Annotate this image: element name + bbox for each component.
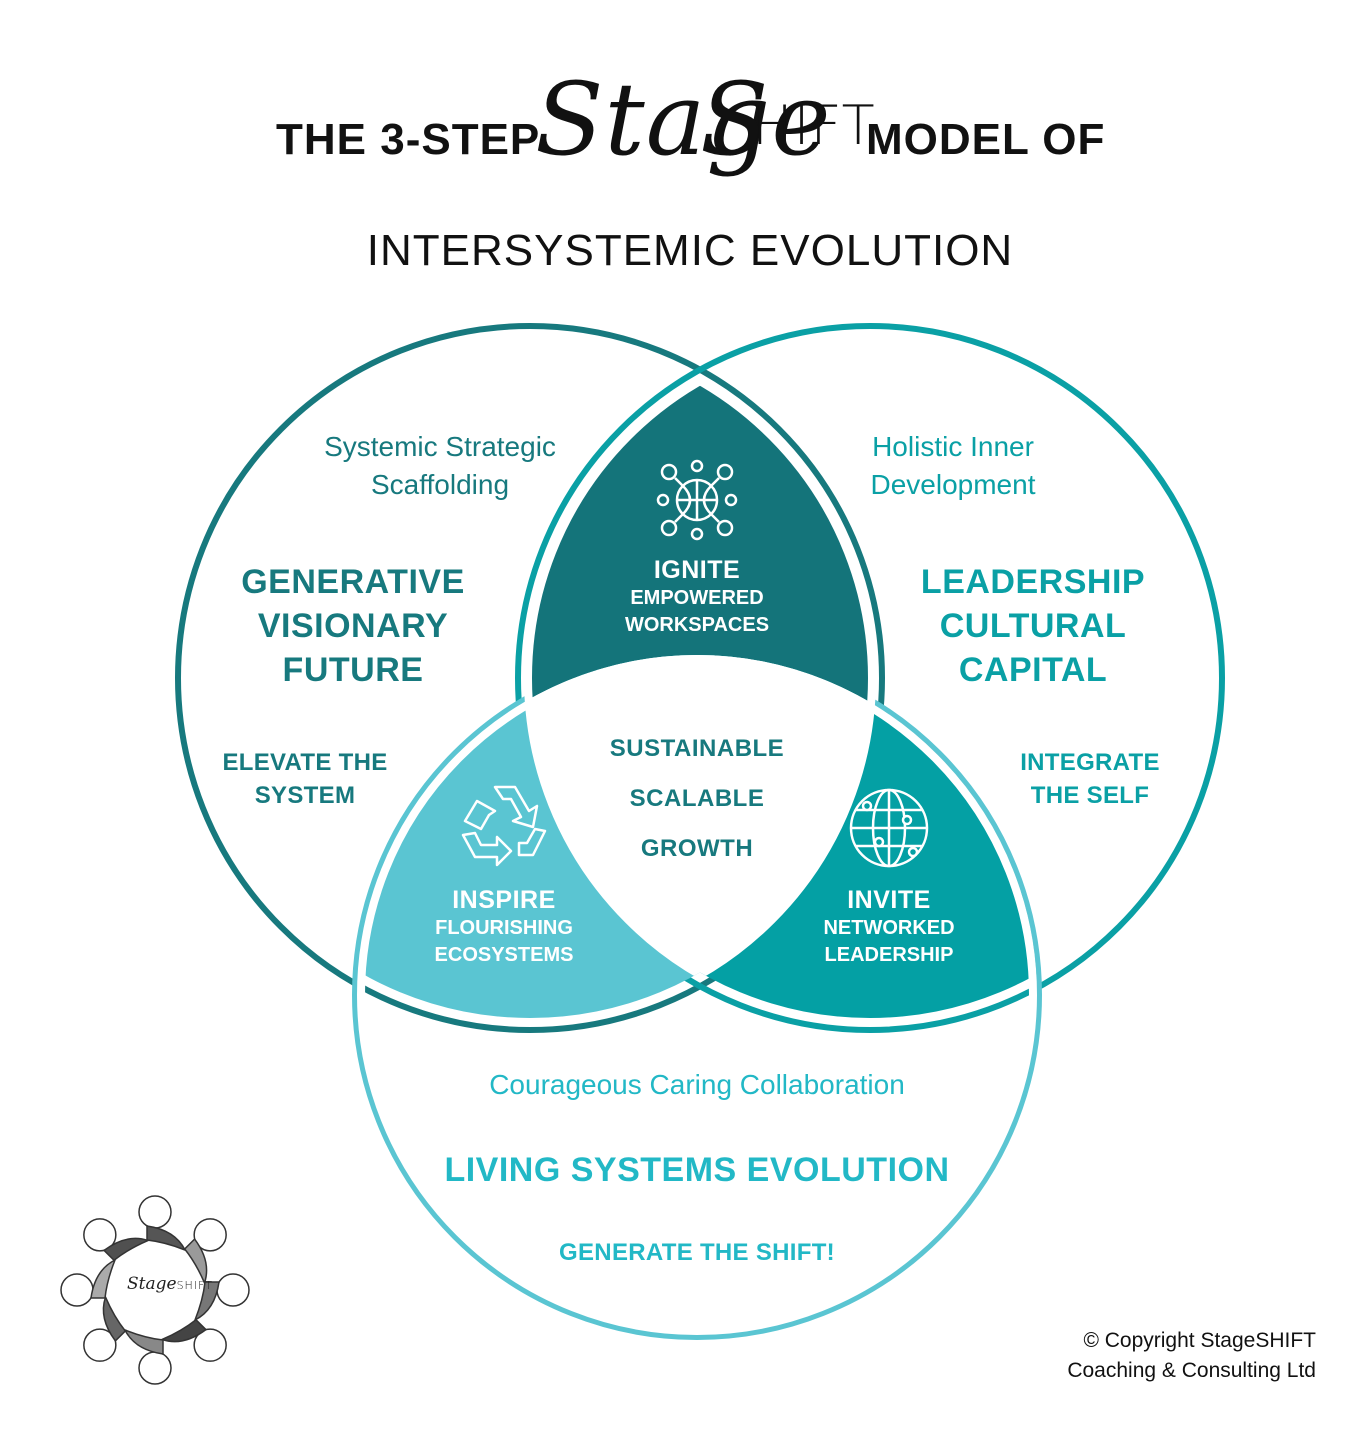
copyright-notice: © Copyright StageSHIFT Coaching & Consul… <box>1067 1329 1316 1382</box>
left-circle-subtitle: Systemic Strategic Scaffolding <box>324 431 556 500</box>
left-circle <box>175 323 885 1033</box>
bottom-circle-action: GENERATE THE SHIFT! <box>559 1239 835 1266</box>
logo-wordmark: StageSHIFT <box>127 1274 213 1294</box>
lens-left-label: INSPIRE FLOURISHING ECOSYSTEMS <box>434 886 574 966</box>
left-circle-heading: GENERATIVE VISIONARY FUTURE <box>241 563 465 689</box>
right-circle-heading: LEADERSHIP CULTURAL CAPITAL <box>920 563 1146 689</box>
title-suffix: MODEL OF <box>866 115 1106 164</box>
recycle-icon <box>461 785 547 867</box>
title-prefix: THE 3-STEP <box>276 115 541 164</box>
title-brand-s: S <box>700 61 770 178</box>
lens-right-label: INVITE NETWORKED LEADERSHIP <box>823 886 955 966</box>
title-brand-caps: HIFT <box>752 94 876 157</box>
stageshift-ring-logo-icon <box>60 1195 250 1385</box>
left-circle-action: ELEVATE THE SYSTEM <box>222 749 388 809</box>
right-circle <box>515 323 1225 1033</box>
page-title: THE 3-STEP Stage S HIFT MODEL OF <box>0 60 1366 210</box>
globe-network-icon <box>849 788 929 868</box>
stageshift-logo: StageSHIFT <box>55 1190 255 1390</box>
lens-top-label: IGNITE EMPOWERED WORKSPACES <box>624 556 770 636</box>
right-circle-action: INTEGRATE THE SELF <box>1020 749 1160 809</box>
bottom-circle-subtitle: Courageous Caring Collaboration <box>489 1069 905 1100</box>
team-network-icon <box>656 459 738 541</box>
right-circle-subtitle: Holistic Inner Development <box>870 431 1036 500</box>
bottom-circle-heading: LIVING SYSTEMS EVOLUTION <box>444 1151 950 1189</box>
center-label: SUSTAINABLE SCALABLE GROWTH <box>609 735 785 862</box>
page-subtitle: INTERSYSTEMIC EVOLUTION <box>366 226 1014 275</box>
title-brand-script: Stage <box>535 61 832 178</box>
